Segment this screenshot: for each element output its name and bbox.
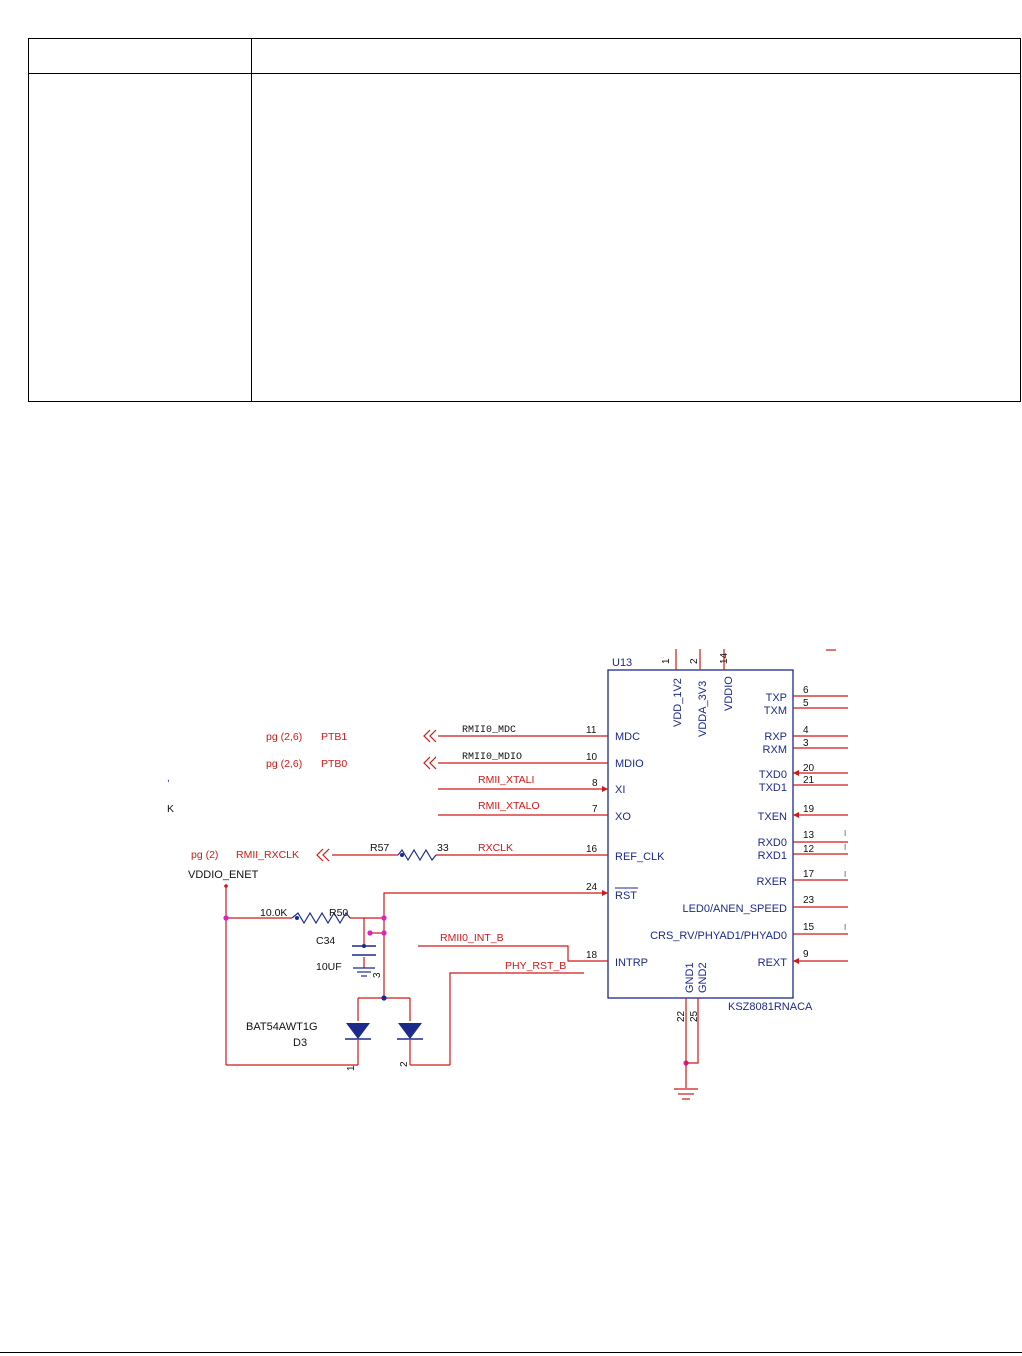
- edge-fragment-comma: ,: [167, 773, 170, 784]
- pin-number-mdc: 11: [586, 725, 597, 736]
- pin-number-ref-clk: 16: [586, 844, 598, 855]
- pin-number-crs: 15: [803, 922, 815, 933]
- pin-number-intrp: 18: [586, 950, 598, 961]
- resistor-r50-value: 10.0K: [260, 907, 287, 919]
- pin-label-crs-rv-phyad: CRS_RV/PHYAD1/PHYAD0: [650, 930, 787, 942]
- footer-rule: [0, 1352, 1022, 1353]
- pin-number-led0: 23: [803, 895, 815, 906]
- offpage-page-rxclk: pg (2): [191, 849, 218, 861]
- pin-label-txp: TXP: [766, 692, 787, 704]
- svg-text:I: I: [844, 870, 846, 879]
- net-label-rmii-xtali: RMII_XTALI: [478, 774, 534, 786]
- pin-label-xo: XO: [615, 811, 631, 823]
- diode-ref: D3: [293, 1037, 307, 1049]
- pin-number-xo: 7: [592, 804, 598, 815]
- pin-number-txd0: 20: [803, 763, 815, 774]
- pin-label-txd0: TXD0: [759, 769, 787, 781]
- pin-number-rxer: 17: [803, 869, 815, 880]
- pin-label-rext: REXT: [758, 957, 788, 969]
- pin-label-vdd-1v2: VDD_1V2: [672, 678, 684, 727]
- pin-label-txen: TXEN: [758, 811, 787, 823]
- net-label-rmii0-mdio: RMII0_MDIO: [462, 752, 522, 763]
- ic-part-number: KSZ8081RNACA: [728, 1001, 813, 1013]
- pin-label-led0-anen-speed: LED0/ANEN_SPEED: [682, 903, 787, 915]
- info-table: [28, 38, 1021, 402]
- diode-pin1: 1: [346, 1065, 357, 1071]
- net-label-rmii-xtalo: RMII_XTALO: [478, 800, 540, 812]
- pin-label-rxd1: RXD1: [758, 850, 787, 862]
- pin-number-rxm: 3: [803, 738, 809, 749]
- pin-number-xi: 8: [592, 778, 598, 789]
- net-label-phy-rst-b: PHY_RST_B: [505, 960, 566, 972]
- pin-label-gnd1: GND1: [684, 962, 696, 993]
- svg-text:I: I: [844, 923, 846, 932]
- svg-text:I: I: [844, 829, 846, 838]
- pin-label-rxer: RXER: [756, 876, 787, 888]
- pin-label-vddio: VDDIO: [723, 676, 735, 711]
- pin-number-vdda-3v3: 2: [689, 658, 700, 664]
- capacitor-c34-value: 10UF: [316, 961, 342, 973]
- pin-number-mdio: 10: [586, 752, 598, 763]
- diode-pin2: 2: [399, 1061, 410, 1067]
- resistor-r50: [291, 911, 351, 925]
- pin-number-txd1: 21: [803, 775, 815, 786]
- table-column-divider: [251, 39, 252, 401]
- offpage-page-ptb1: pg (2,6): [266, 731, 302, 743]
- pin-number-gnd1: 22: [676, 1010, 687, 1022]
- resistor-r57-value: 33: [437, 842, 449, 854]
- pin-label-rxm: RXM: [763, 744, 787, 756]
- offpage-page-ptb0: pg (2,6): [266, 758, 302, 770]
- capacitor-ground-symbol: [353, 967, 375, 977]
- pin-label-rxd0: RXD0: [758, 837, 787, 849]
- capacitor-c34-ref: C34: [316, 935, 335, 947]
- pin-number-rxd0: 13: [803, 830, 815, 841]
- pin-number-rst: 24: [586, 882, 598, 893]
- pin-number-rxp: 4: [803, 725, 809, 736]
- resistor-r57-ref: R57: [370, 842, 389, 854]
- edge-fragment-k: K: [167, 803, 174, 815]
- pin-number-txen: 19: [803, 804, 815, 815]
- svg-text:I: I: [844, 843, 846, 852]
- pin-label-intrp: INTRP: [615, 957, 648, 969]
- pin-label-mdio: MDIO: [615, 758, 644, 770]
- pin-label-rxp: RXP: [764, 731, 787, 743]
- pin-number-txm: 5: [803, 698, 809, 709]
- net-label-rmii0-mdc: RMII0_MDC: [462, 725, 516, 736]
- diode-part-number: BAT54AWT1G: [246, 1021, 318, 1033]
- pin-label-xi: XI: [615, 784, 625, 796]
- table-header-row: [29, 39, 1020, 74]
- pin-label-txm: TXM: [764, 705, 787, 717]
- diode-d3: [345, 1023, 423, 1040]
- pin-label-mdc: MDC: [615, 731, 640, 743]
- net-label-rxclk: RXCLK: [478, 842, 513, 854]
- pin-number-vdd-1v2: 1: [661, 658, 672, 664]
- capacitor-pin-number: 3: [372, 972, 383, 978]
- offpage-net-ptb0: PTB0: [321, 758, 347, 770]
- pin-number-gnd2: 25: [689, 1010, 700, 1022]
- pin-label-ref-clk: REF_CLK: [615, 851, 665, 863]
- offpage-net-ptb1: PTB1: [321, 731, 347, 743]
- pin-number-vddio: 14: [719, 652, 730, 664]
- resistor-r50-ref: R50: [329, 907, 348, 919]
- resistor-r57: [397, 848, 437, 862]
- pin-label-rst: RST: [615, 890, 637, 902]
- pin-number-rxd1: 12: [803, 844, 815, 855]
- pin-number-rext: 9: [803, 949, 809, 960]
- ic-refdes: U13: [612, 657, 632, 669]
- pin-label-gnd2: GND2: [697, 962, 709, 993]
- net-label-rmii0-int-b: RMII0_INT_B: [440, 932, 504, 944]
- pin-label-txd1: TXD1: [759, 782, 787, 794]
- ground-symbol: [674, 1088, 698, 1100]
- pin-number-txp: 6: [803, 685, 809, 696]
- pin-label-vdda-3v3: VDDA_3V3: [697, 681, 709, 737]
- offpage-net-rmii-rxclk: RMII_RXCLK: [236, 849, 299, 861]
- supply-label-vddio-enet: VDDIO_ENET: [188, 869, 259, 881]
